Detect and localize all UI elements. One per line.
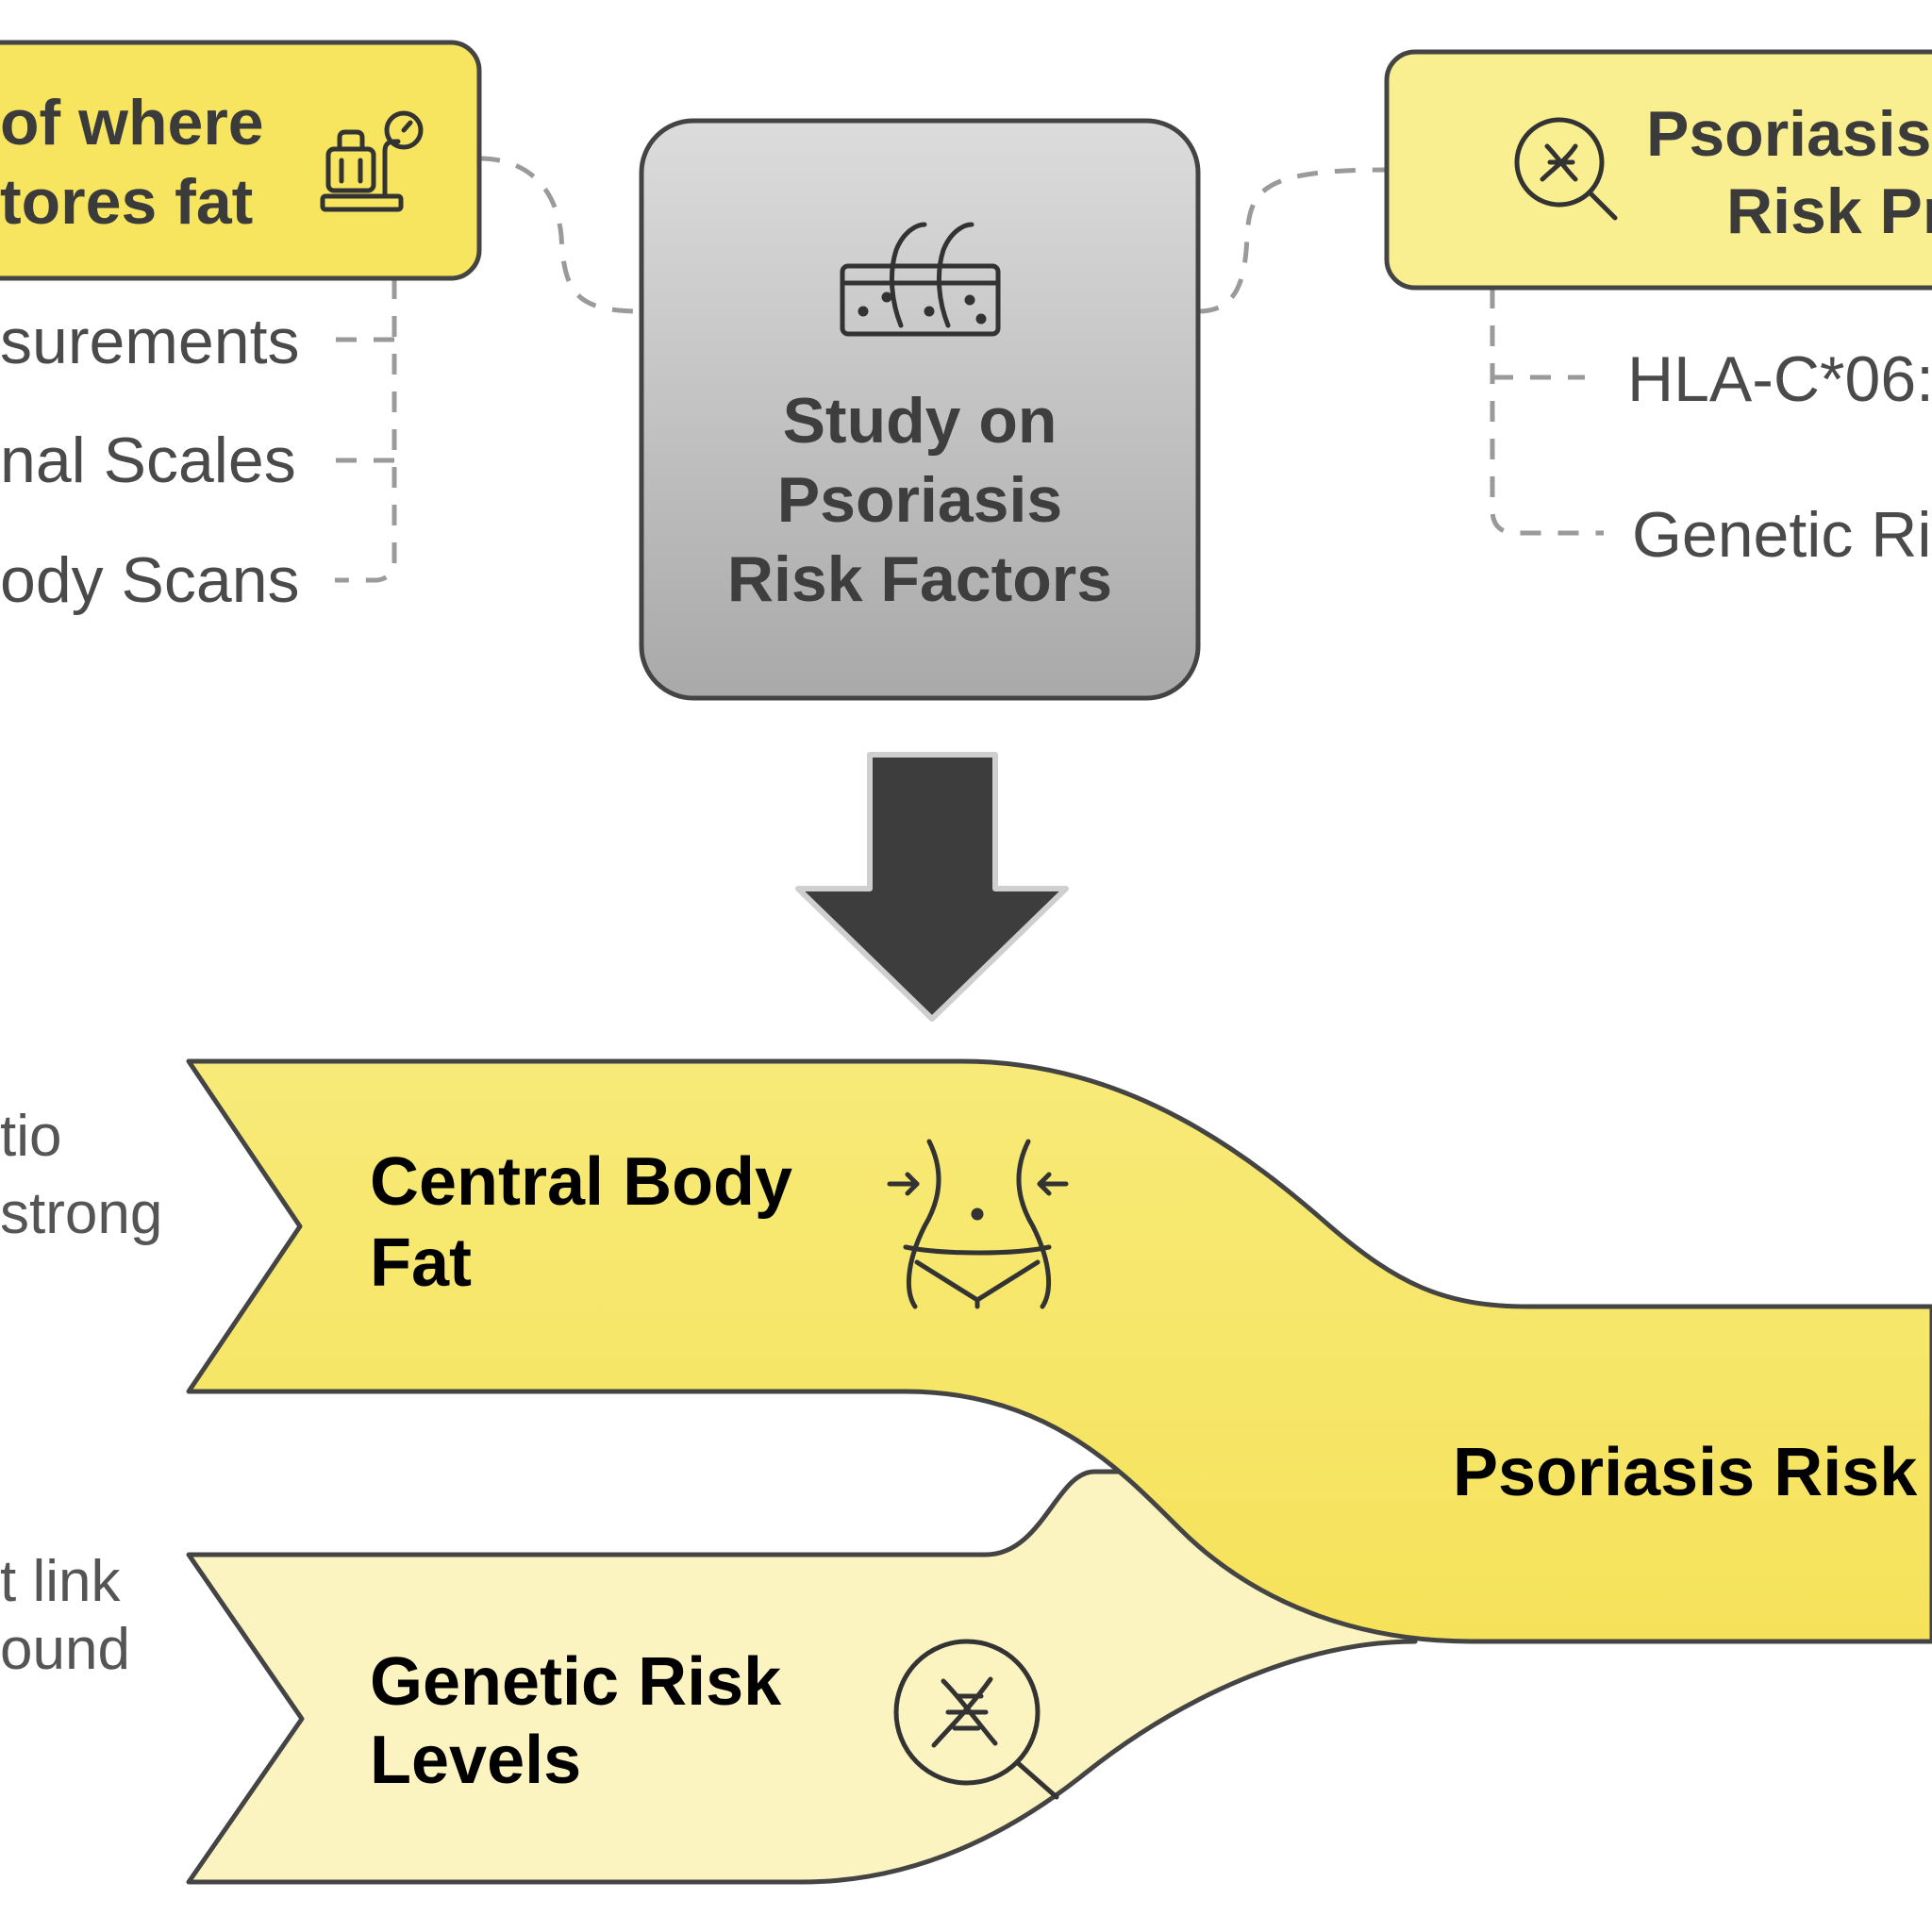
edge-note-lower-line1: t link bbox=[0, 1549, 121, 1614]
center-card-title-line1: Study on bbox=[782, 385, 1058, 457]
right-card-title-line2: Risk Pr bbox=[1726, 175, 1932, 247]
scale-icon bbox=[320, 110, 424, 212]
connector-left-to-center bbox=[478, 156, 642, 314]
left-card-title-line2: tores fat bbox=[0, 166, 254, 238]
right-card bbox=[1384, 49, 1932, 291]
left-item-scales: nal Scales bbox=[0, 425, 296, 496]
band-central-label-line2: Fat bbox=[370, 1225, 472, 1301]
dna-search-icon bbox=[1514, 117, 1618, 221]
edge-note-upper-line1: tio bbox=[0, 1104, 62, 1169]
band-central-label-line1: Central Body bbox=[370, 1144, 793, 1220]
down-arrow-icon bbox=[795, 752, 1069, 1022]
left-card bbox=[0, 40, 482, 281]
genetic-risk-band bbox=[186, 1469, 1418, 1885]
dna-search-icon bbox=[893, 1639, 1059, 1800]
right-card-title-line1: Psoriasis bbox=[1646, 98, 1932, 170]
left-item-body-scans: ody Scans bbox=[0, 544, 300, 616]
band-genetic-label-line2: Levels bbox=[370, 1723, 582, 1798]
edge-note-upper-line2: strong bbox=[0, 1181, 163, 1246]
center-card bbox=[639, 118, 1201, 701]
connector-right-bracket bbox=[1490, 288, 1604, 536]
center-card-title-line3: Risk Factors bbox=[726, 543, 1113, 615]
waist-icon bbox=[887, 1139, 1069, 1309]
connector-center-to-right bbox=[1197, 167, 1388, 314]
connectors bbox=[330, 156, 1604, 583]
skin-hair-icon bbox=[840, 222, 1001, 337]
merged-band-label: Psoriasis Risk bbox=[1453, 1435, 1918, 1510]
left-card-title-line1: of where bbox=[0, 87, 264, 158]
left-item-measurements: surements bbox=[0, 306, 300, 377]
connector-left-bracket bbox=[335, 278, 397, 583]
right-item-genetic: Genetic Ri bbox=[1632, 499, 1932, 571]
center-card-title-line2: Psoriasis bbox=[776, 464, 1063, 536]
right-item-hla: HLA-C*06: bbox=[1627, 343, 1932, 415]
central-body-fat-band bbox=[186, 1058, 1932, 1644]
band-genetic-label-line1: Genetic Risk bbox=[370, 1644, 782, 1720]
edge-note-lower-line2: ound bbox=[0, 1617, 130, 1682]
